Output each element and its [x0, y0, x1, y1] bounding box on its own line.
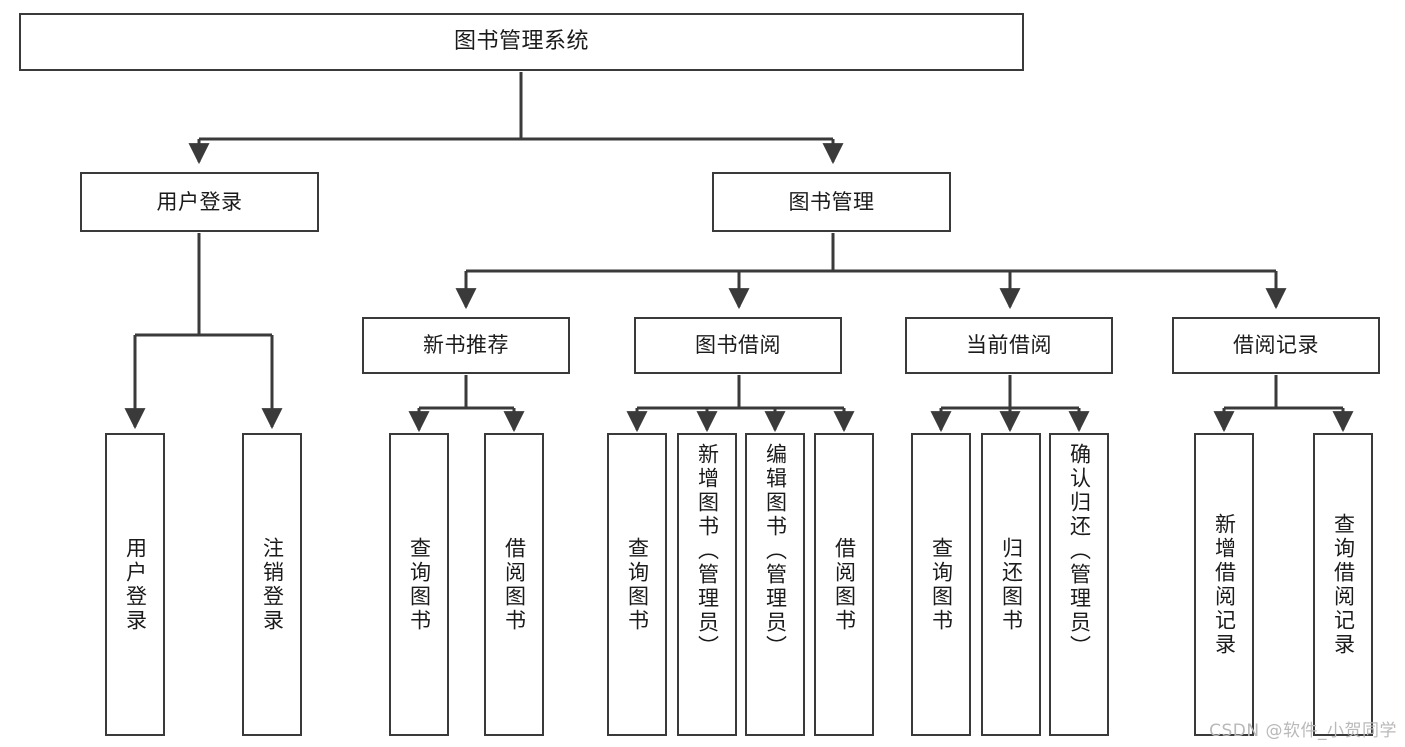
node-new-book-rec-label: 新书推荐 — [423, 333, 509, 358]
node-leaf-add-book[interactable]: 新增图书（管理员） — [677, 433, 737, 736]
node-leaf-query-book-3-label: 查询图书 — [929, 536, 954, 633]
node-leaf-add-book-label: 新增图书（管理员） — [695, 443, 720, 659]
node-borrow-record-label: 借阅记录 — [1233, 333, 1319, 358]
node-leaf-confirm-return[interactable]: 确认归还（管理员） — [1049, 433, 1109, 736]
node-leaf-query-book-3[interactable]: 查询图书 — [911, 433, 971, 736]
node-leaf-return-book-label: 归还图书 — [999, 536, 1024, 633]
node-leaf-logout-label: 注销登录 — [260, 536, 285, 633]
node-leaf-query-book-2[interactable]: 查询图书 — [607, 433, 667, 736]
node-leaf-borrow-book-1[interactable]: 借阅图书 — [484, 433, 544, 736]
node-leaf-confirm-return-label: 确认归还（管理员） — [1067, 443, 1092, 659]
node-book-admin-label: 图书管理 — [788, 189, 875, 214]
node-root[interactable]: 图书管理系统 — [19, 13, 1024, 71]
node-leaf-query-record-label: 查询借阅记录 — [1331, 512, 1356, 657]
node-leaf-user-login-label: 用户登录 — [123, 536, 148, 633]
node-leaf-add-record[interactable]: 新增借阅记录 — [1194, 433, 1254, 736]
node-book-admin[interactable]: 图书管理 — [712, 172, 951, 232]
node-book-borrow-label: 图书借阅 — [695, 333, 781, 358]
node-current-borrow-label: 当前借阅 — [966, 333, 1052, 358]
node-current-borrow[interactable]: 当前借阅 — [905, 317, 1113, 374]
node-leaf-return-book[interactable]: 归还图书 — [981, 433, 1041, 736]
node-book-borrow[interactable]: 图书借阅 — [634, 317, 842, 374]
node-leaf-edit-book-label: 编辑图书（管理员） — [763, 443, 788, 659]
node-leaf-edit-book[interactable]: 编辑图书（管理员） — [745, 433, 805, 736]
node-leaf-query-book-2-label: 查询图书 — [625, 536, 650, 633]
node-new-book-rec[interactable]: 新书推荐 — [362, 317, 570, 374]
node-leaf-user-login[interactable]: 用户登录 — [105, 433, 165, 736]
node-borrow-record[interactable]: 借阅记录 — [1172, 317, 1380, 374]
node-user-login-label: 用户登录 — [156, 189, 243, 214]
node-leaf-borrow-book-2-label: 借阅图书 — [832, 536, 857, 633]
csdn-watermark: CSDN @软件_小贺同学 — [1209, 721, 1397, 741]
node-user-login[interactable]: 用户登录 — [80, 172, 319, 232]
node-leaf-borrow-book-1-label: 借阅图书 — [502, 536, 527, 633]
node-leaf-query-record[interactable]: 查询借阅记录 — [1313, 433, 1373, 736]
node-leaf-logout[interactable]: 注销登录 — [242, 433, 302, 736]
node-leaf-query-book-1[interactable]: 查询图书 — [389, 433, 449, 736]
node-leaf-query-book-1-label: 查询图书 — [407, 536, 432, 633]
node-root-label: 图书管理系统 — [453, 29, 589, 55]
node-leaf-add-record-label: 新增借阅记录 — [1212, 512, 1237, 657]
node-leaf-borrow-book-2[interactable]: 借阅图书 — [814, 433, 874, 736]
